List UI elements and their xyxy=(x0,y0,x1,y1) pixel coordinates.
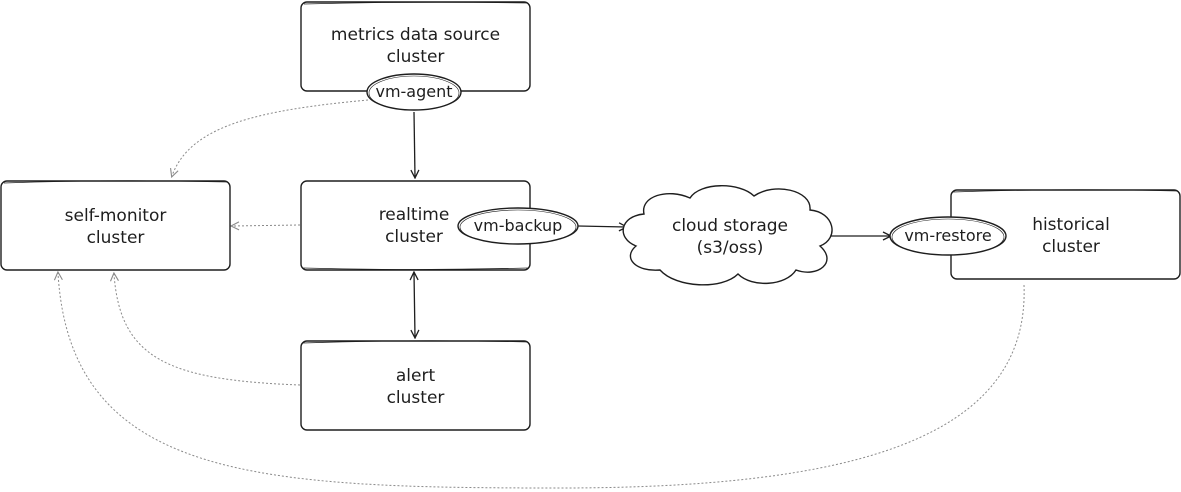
realtime-line2: cluster xyxy=(385,227,443,247)
alert-label: alert cluster xyxy=(301,365,530,409)
edge-vmagent-to-selfmonitor xyxy=(172,99,369,176)
vm-backup-label: vm-backup xyxy=(473,216,563,235)
metrics-source-label: metrics data source cluster xyxy=(301,24,530,68)
self-monitor-line2: cluster xyxy=(86,228,145,248)
edge-vmagent-to-realtime xyxy=(414,111,415,177)
tag-vm-backup xyxy=(457,207,579,245)
tag-vm-agent xyxy=(366,73,462,111)
realtime-label: realtime cluster xyxy=(346,204,482,248)
historical-line2: cluster xyxy=(1042,237,1100,257)
tag-vm-restore xyxy=(889,216,1007,256)
realtime-line1: realtime xyxy=(378,205,450,225)
edge-realtime-alert xyxy=(414,273,415,337)
historical-line1: historical xyxy=(1032,215,1110,235)
vm-restore-label: vm-restore xyxy=(904,226,992,245)
edge-alert-to-selfmonitor xyxy=(114,274,301,386)
node-self-monitor xyxy=(0,180,231,271)
cloud-storage-label: cloud storage (s3/oss) xyxy=(640,215,820,259)
edge-vmbackup-to-cloud xyxy=(577,226,626,227)
historical-label: historical cluster xyxy=(1006,214,1136,258)
alert-line1: alert xyxy=(395,366,436,386)
vm-agent-label: vm-agent xyxy=(375,82,453,101)
self-monitor-label: self-monitor cluster xyxy=(1,205,230,249)
edge-historical-to-selfmonitor xyxy=(58,273,1025,489)
metrics-source-line1: metrics data source xyxy=(330,25,501,45)
cloud-storage-line2: (s3/oss) xyxy=(696,238,764,258)
self-monitor-line1: self-monitor xyxy=(64,206,167,226)
node-alert xyxy=(300,340,531,431)
node-cloud-storage xyxy=(622,185,833,286)
alert-line2: cluster xyxy=(386,388,445,408)
node-realtime xyxy=(300,180,531,271)
metrics-source-line2: cluster xyxy=(386,47,445,67)
edge-realtime-to-selfmonitor xyxy=(232,225,301,226)
cloud-storage-line1: cloud storage xyxy=(671,216,789,236)
